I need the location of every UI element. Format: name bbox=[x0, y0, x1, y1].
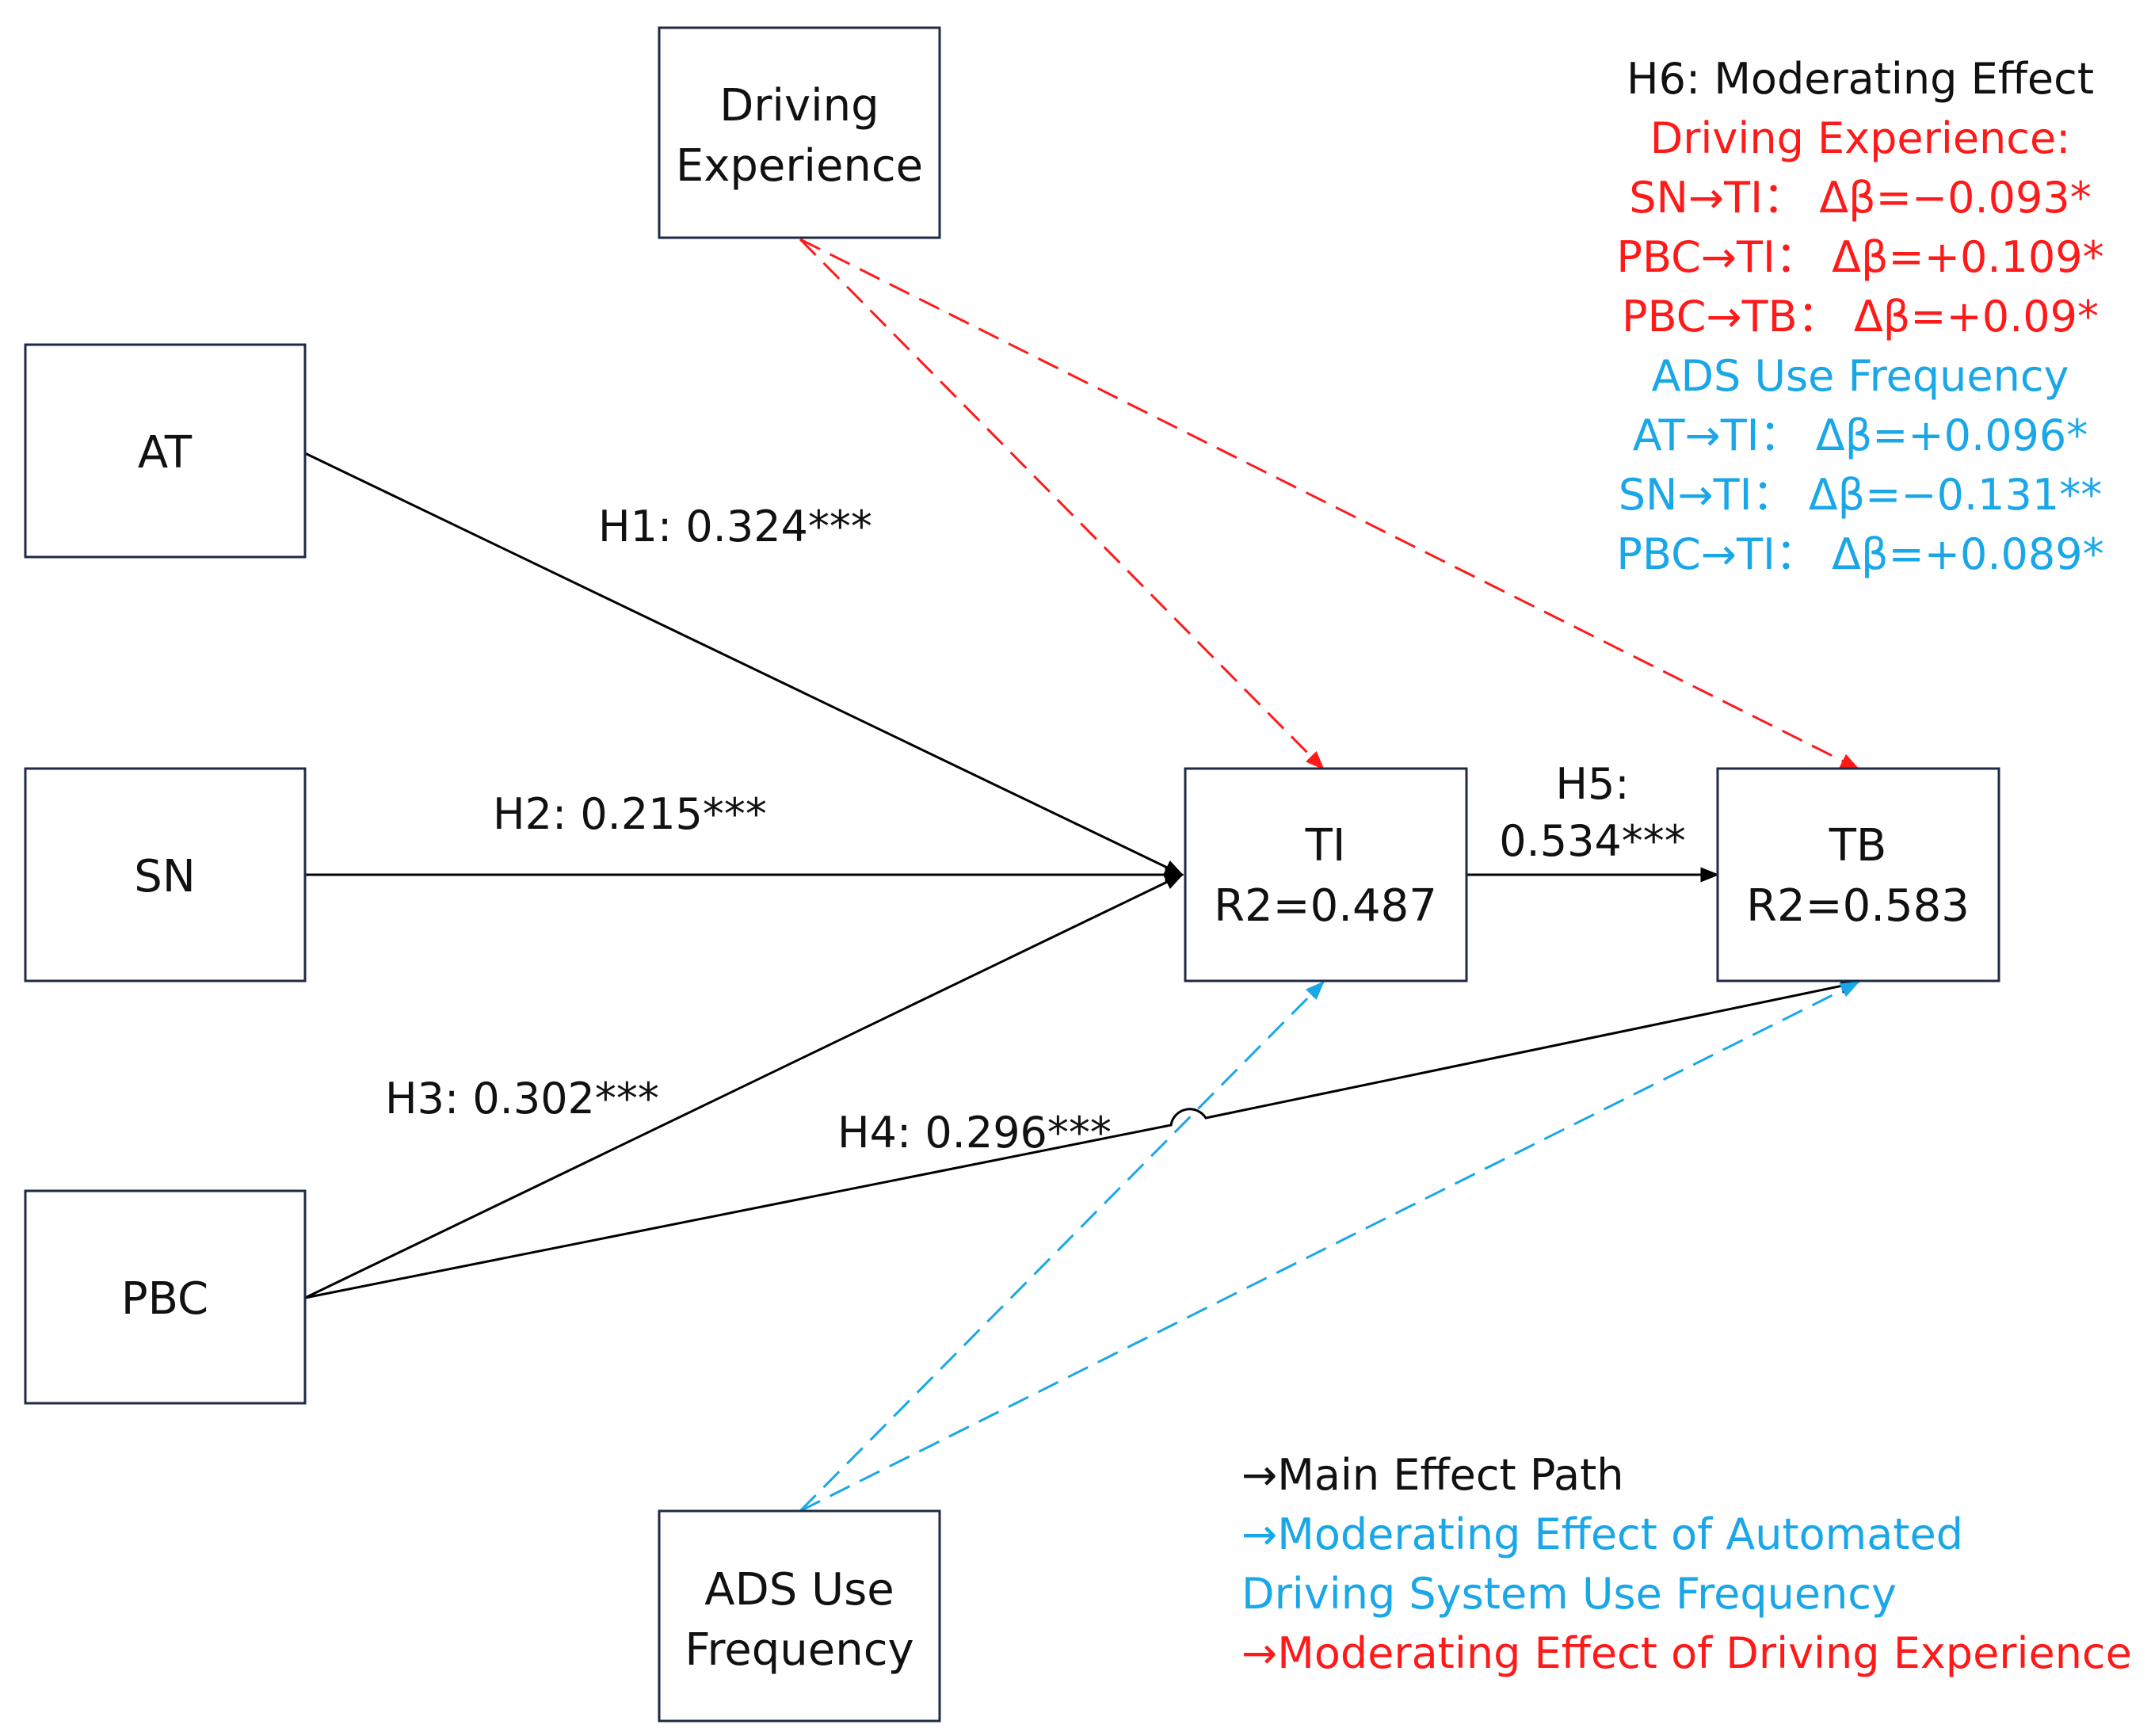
node-sn-label: SN bbox=[134, 851, 195, 902]
path-label-h4: H4: 0.296*** bbox=[837, 1108, 1112, 1158]
node-ads-use-frequency-line2: Frequency bbox=[685, 1624, 913, 1676]
node-tb-r2: R2=0.583 bbox=[1746, 880, 1970, 932]
h6-ads-frequency-effect-2: SN→TI： Δβ=−0.131** bbox=[1619, 470, 2102, 520]
moderation-ads-frequency-to-tb bbox=[799, 981, 1860, 1513]
legend-driving-moderation: →Moderating Effect of Driving Experience bbox=[1241, 1628, 2132, 1678]
legend: →Main Effect Path →Moderating Effect of … bbox=[1241, 1450, 2132, 1678]
node-tb: TB R2=0.583 bbox=[1716, 767, 2000, 982]
node-driving-experience-line2: Experience bbox=[676, 140, 923, 192]
node-ti-label: TI bbox=[1305, 820, 1346, 872]
h6-summary: H6: Moderating Effect Driving Experience… bbox=[1616, 54, 2103, 579]
path-h3-pbc-to-ti bbox=[304, 873, 1184, 1299]
node-ti-r2: R2=0.487 bbox=[1214, 880, 1437, 932]
node-driving-experience-line1: Driving bbox=[719, 80, 879, 132]
path-label-h1: H1: 0.324*** bbox=[598, 502, 872, 551]
path-label-h5-line1: H5: bbox=[1555, 759, 1629, 809]
node-tb-label: TB bbox=[1829, 820, 1887, 872]
h6-driving-experience-heading: Driving Experience: bbox=[1650, 113, 2071, 163]
path-label-h5-line2: 0.534*** bbox=[1499, 816, 1686, 866]
node-sn: SN bbox=[24, 767, 307, 982]
h6-ads-frequency-effect-3: PBC→TI： Δβ=+0.089* bbox=[1616, 529, 2103, 579]
node-ads-use-frequency: ADS Use Frequency bbox=[658, 1509, 941, 1723]
moderation-ads-frequency-to-ti bbox=[799, 981, 1325, 1513]
h6-driving-experience-effect-3: PBC→TB： Δβ=+0.09* bbox=[1622, 292, 2099, 341]
node-ads-use-frequency-line1: ADS Use bbox=[704, 1564, 894, 1616]
path-label-h3: H3: 0.302*** bbox=[385, 1074, 659, 1124]
node-at-label: AT bbox=[138, 427, 193, 479]
h6-title: H6: Moderating Effect bbox=[1627, 54, 2094, 104]
h6-driving-experience-effect-1: SN→TI： Δβ=−0.093* bbox=[1629, 173, 2091, 223]
legend-ads-moderation-line1: →Moderating Effect of Automated bbox=[1241, 1509, 1963, 1559]
node-at: AT bbox=[24, 343, 307, 559]
legend-ads-moderation-line2: Driving System Use Frequency bbox=[1241, 1569, 1897, 1619]
h6-ads-frequency-heading: ADS Use Frequency bbox=[1652, 351, 2069, 401]
h6-driving-experience-effect-2: PBC→TI： Δβ=+0.109* bbox=[1616, 232, 2103, 282]
path-h4-pbc-to-tb bbox=[304, 978, 1860, 1299]
node-ti: TI R2=0.487 bbox=[1184, 767, 1468, 982]
node-pbc-label: PBC bbox=[121, 1273, 208, 1325]
legend-main-effect: →Main Effect Path bbox=[1241, 1450, 1624, 1500]
node-pbc: PBC bbox=[24, 1189, 307, 1405]
path-h1-at-to-ti bbox=[304, 452, 1184, 876]
moderation-driving-experience-to-ti bbox=[799, 238, 1325, 770]
node-driving-experience: Driving Experience bbox=[658, 26, 941, 239]
moderation-driving-experience-to-tb bbox=[799, 238, 1860, 770]
path-label-h2: H2: 0.215*** bbox=[493, 789, 767, 839]
h6-ads-frequency-effect-1: AT→TI： Δβ=+0.096* bbox=[1633, 410, 2088, 460]
